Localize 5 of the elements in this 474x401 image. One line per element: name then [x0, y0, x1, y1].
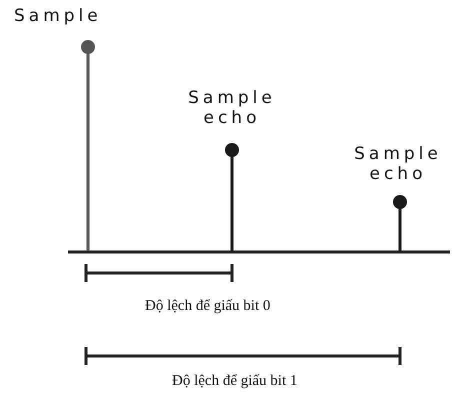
signal-label: Sample echo [187, 88, 277, 128]
dimension-label: Độ lệch để giấu bit 0 [145, 298, 270, 315]
signal-label: Sample [14, 6, 102, 26]
dimension-label: Độ lệch để giấu bit 1 [172, 373, 298, 390]
signal-label: Sample echo [353, 144, 443, 184]
